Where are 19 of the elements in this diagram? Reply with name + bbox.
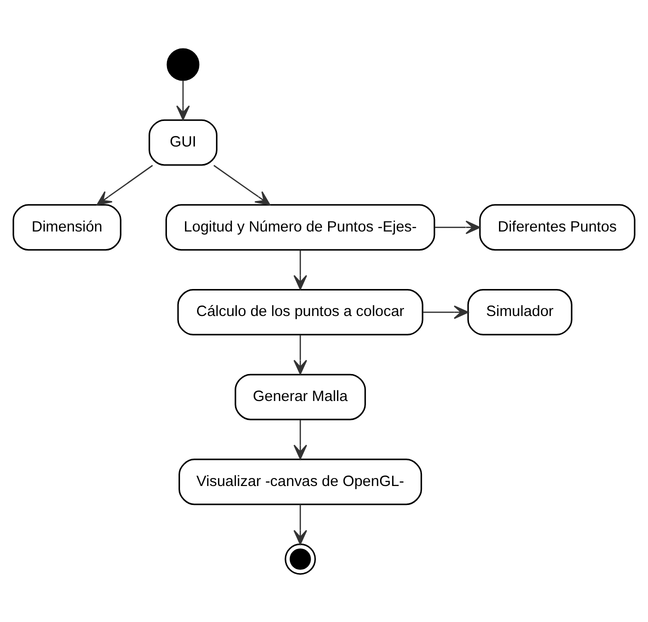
node-box: Cálculo de los puntos a colocar	[177, 288, 424, 335]
node-box: Dimensión	[12, 204, 122, 250]
arrow	[422, 304, 469, 319]
node-box: Generar Malla	[234, 373, 366, 420]
arrow	[176, 80, 190, 120]
node-circle	[166, 48, 200, 80]
node-box: GUI	[148, 118, 218, 166]
arrow	[96, 164, 153, 205]
arrow	[434, 220, 480, 234]
node-box: Visualizar -canvas de OpenGL-	[178, 458, 422, 505]
arrow	[213, 164, 270, 205]
node-bullseye	[284, 543, 316, 574]
arrow	[294, 250, 308, 290]
arrow	[294, 419, 308, 459]
node-box: Logitud y Número de Puntos -Ejes-	[165, 204, 436, 250]
arrow	[294, 504, 308, 544]
node-box: Simulador	[467, 288, 572, 335]
arrow	[294, 334, 308, 374]
node-box: Diferentes Puntos	[479, 204, 636, 250]
